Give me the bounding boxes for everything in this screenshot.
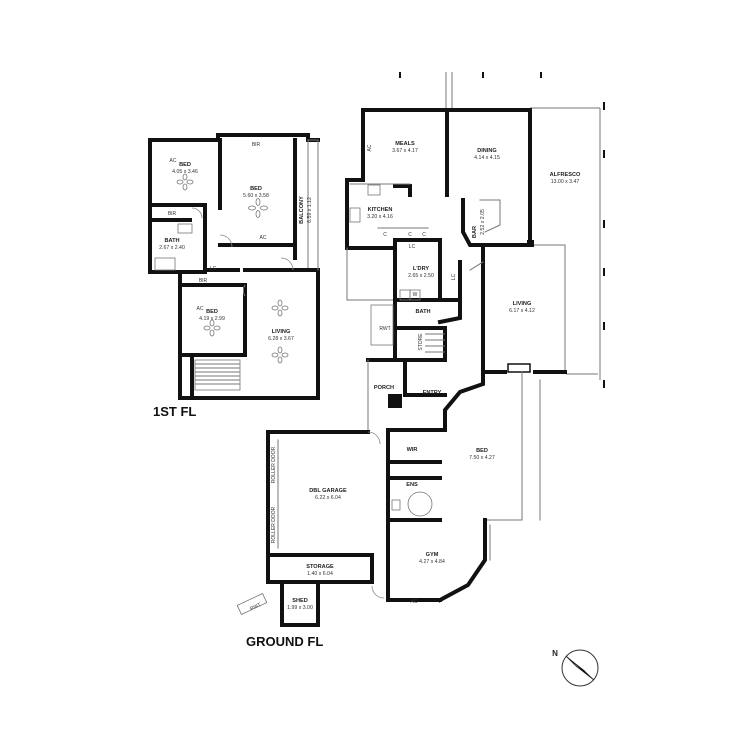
label-ac: AC [170,158,177,164]
room-dims-bath1: 2.67 x 2.40 [159,245,185,251]
room-dims-bar: 2.52 x 2.05 [480,209,486,235]
room-name-kitchen: KITCHEN [368,207,393,213]
room-name-balcony: BALCONY [299,196,305,224]
label-w: W [413,292,418,298]
room-dims-bed3: 4.19 x 2.99 [199,316,225,322]
room-name-storage: STORAGE [306,564,334,570]
room-dims-living2: 6.17 x 4.12 [509,308,535,314]
label-ac: AC [367,144,373,151]
room-dims-bed1: 4.05 x 3.46 [172,169,198,175]
room-dims-meals: 3.67 x 4.17 [392,148,418,154]
label-roller-door: ROLLER DOOR [271,446,277,483]
first-floor-stairs [194,359,241,391]
room-name-dining: DINING [477,148,497,154]
room-dims-shed: 1.99 x 3.00 [287,605,313,611]
label-lc: LC [451,273,457,280]
bathtub-icon [154,257,176,271]
ceiling-fan-icon [176,173,194,191]
label-roller-door: ROLLER DOOR [271,506,277,543]
label-ac: AC [197,306,204,312]
label-rwt: RWT [379,326,390,332]
room-dims-garage: 6.22 x 6.04 [315,495,341,501]
ceiling-fan-icon [248,198,268,218]
ground-floor-plan: MEALS 3.67 x 4.17 DINING 4.14 x 4.15 ALF… [236,72,605,649]
room-dims-storage: 1.40 x 6.04 [307,571,333,577]
floor-label-first: 1ST FL [153,404,196,419]
label-bir-top: BIR [252,142,261,148]
ground-floor-stairs [425,333,445,353]
room-name-living2: LIVING [513,301,532,307]
label-ac: AC [260,235,267,241]
room-dims-living1: 6.28 x 3.67 [268,336,294,342]
rainwater-tank-icon [370,304,394,346]
room-dims-bed4: 7.50 x 4.27 [469,455,495,461]
room-name-gym: GYM [426,552,439,558]
room-name-bed4: BED [476,448,488,454]
ceiling-fan-icon [271,299,289,317]
label-wir: WIR [407,447,418,453]
label-rwt: RWT [249,602,262,612]
label-entry: ENTRY [423,390,442,396]
label-lc: LC [409,244,416,250]
room-name-bar: BAR [472,226,478,238]
room-name-living1: LIVING [272,329,291,335]
label-c: C [422,232,426,238]
room-name-shed: SHED [292,598,308,604]
room-name-bed1: BED [179,162,191,168]
label-bath: BATH [415,309,430,315]
north-compass-icon: N [552,649,599,687]
label-ens: ENS [406,482,418,488]
label-porch: PORCH [374,385,394,391]
rainwater-tank-icon [236,593,268,615]
vanity-icon [177,223,193,234]
room-dims-balcony: 6.59 x 1.12 [307,197,313,223]
floor-label-ground: GROUND FL [246,634,323,649]
label-ac: AC [411,599,418,605]
room-dims-ldry: 2.65 x 2.50 [408,273,434,279]
room-name-bed2: BED [250,186,262,192]
label-c: C [408,232,412,238]
label-lc: LC [210,266,217,272]
ceiling-fan-icon [271,346,289,364]
room-dims-gym: 4.27 x 4.84 [419,559,445,565]
first-floor-plan: BED 4.05 x 3.46 BED 5.60 x 3.58 BALCONY … [148,133,320,419]
label-bir-mid: BIR [168,211,177,217]
label-bir-low: BIR [199,278,208,284]
room-name-alfresco: ALFRESCO [550,172,581,178]
room-name-meals: MEALS [395,141,415,147]
room-name-ldry: L'DRY [413,266,430,272]
room-dims-kitchen: 3.20 x 4.16 [367,214,393,220]
room-dims-dining: 4.14 x 4.15 [474,155,500,161]
label-c: C [383,232,387,238]
label-store: STORE [418,333,424,351]
spa-bath-icon [407,491,433,517]
room-name-bath1: BATH [164,238,179,244]
compass-north-label: N [552,649,558,658]
room-dims-alfresco: 13.00 x 3.47 [551,179,580,185]
ceiling-fan-icon [203,319,221,337]
room-dims-bed2: 5.60 x 3.58 [243,193,269,199]
room-name-garage: DBL GARAGE [309,488,347,494]
room-name-bed3: BED [206,309,218,315]
